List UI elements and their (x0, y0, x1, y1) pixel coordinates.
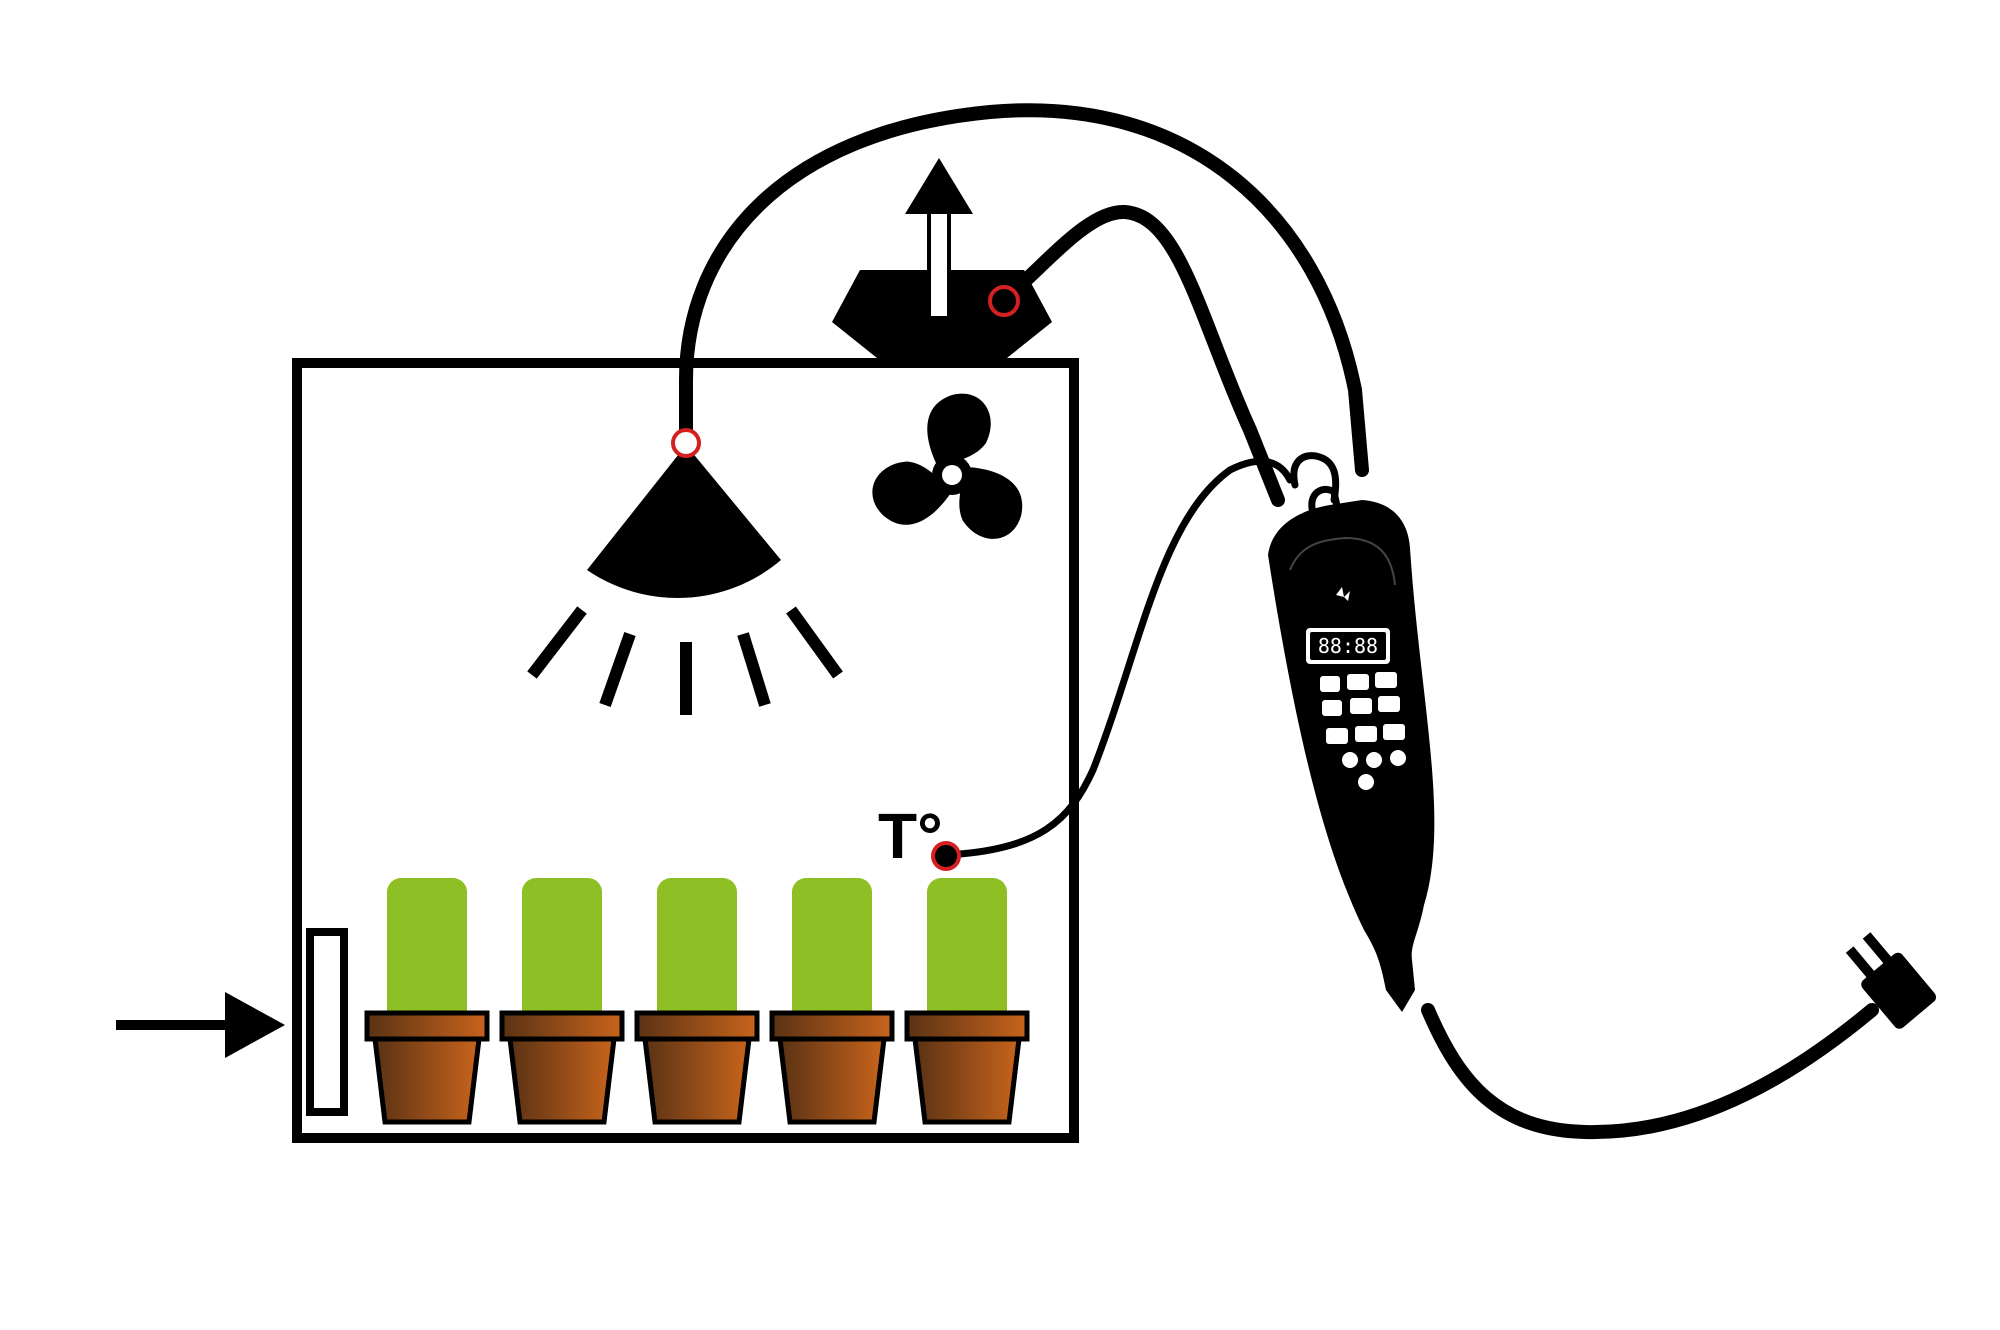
pot-body (642, 1036, 752, 1125)
temperature-sensor-icon (931, 841, 961, 871)
plug-icon (1845, 932, 1937, 1029)
brand-logo-icon (1336, 587, 1350, 601)
plant (792, 878, 872, 1028)
inlet-arrow-icon (116, 992, 285, 1058)
key-button[interactable] (1350, 698, 1372, 714)
plant (657, 878, 737, 1028)
pot-body (507, 1036, 617, 1125)
potted-plant (499, 878, 625, 1125)
key-button[interactable] (1320, 676, 1340, 692)
pot-rim (769, 1010, 895, 1042)
pot-rim (634, 1010, 760, 1042)
lamp-icon (527, 445, 843, 715)
potted-plant (634, 878, 760, 1125)
key-button[interactable] (1375, 672, 1397, 688)
pot-rim (499, 1010, 625, 1042)
key-button[interactable] (1322, 700, 1342, 716)
pot-body (777, 1036, 887, 1125)
controller-bevel (1289, 536, 1396, 586)
cables (679, 103, 1879, 1140)
climate-controller: 88:88 (1268, 500, 1435, 1012)
key-button[interactable] (1366, 752, 1382, 768)
fan-cable (998, 205, 1285, 507)
pot-rim (364, 1010, 490, 1042)
plant-row (364, 878, 1030, 1125)
pot-body (912, 1036, 1022, 1125)
key-button[interactable] (1378, 696, 1400, 712)
plug-cable (1421, 1003, 1879, 1140)
plant (927, 878, 1007, 1028)
grow-tent (292, 358, 1079, 1143)
controller-loop-right (1308, 485, 1344, 524)
fan-icon (872, 393, 1023, 539)
key-button[interactable] (1326, 728, 1348, 744)
key-button[interactable] (1347, 674, 1369, 690)
plant (387, 878, 467, 1028)
pot-rim (904, 1010, 1030, 1042)
pot-body (372, 1036, 482, 1125)
key-button[interactable] (1383, 724, 1405, 740)
key-button[interactable] (1355, 726, 1377, 742)
key-button[interactable] (1342, 752, 1358, 768)
plant (522, 878, 602, 1028)
potted-plant (769, 878, 895, 1125)
key-button[interactable] (1390, 750, 1406, 766)
sensor-cable (942, 457, 1294, 859)
lamp-connection-ring (671, 428, 701, 458)
display-readout: 88:88 (1318, 634, 1378, 658)
potted-plant (904, 878, 1030, 1125)
key-button[interactable] (1358, 774, 1374, 790)
potted-plant (364, 878, 490, 1125)
intake-vent (306, 928, 348, 1116)
controller-loop-left (1290, 452, 1340, 504)
controller-keypad (1320, 672, 1406, 790)
controller-display: 88:88 (1306, 628, 1390, 664)
exhaust-arrow-icon (905, 158, 973, 320)
fan-connection-ring (988, 285, 1020, 317)
lamp-cable (679, 103, 1369, 477)
